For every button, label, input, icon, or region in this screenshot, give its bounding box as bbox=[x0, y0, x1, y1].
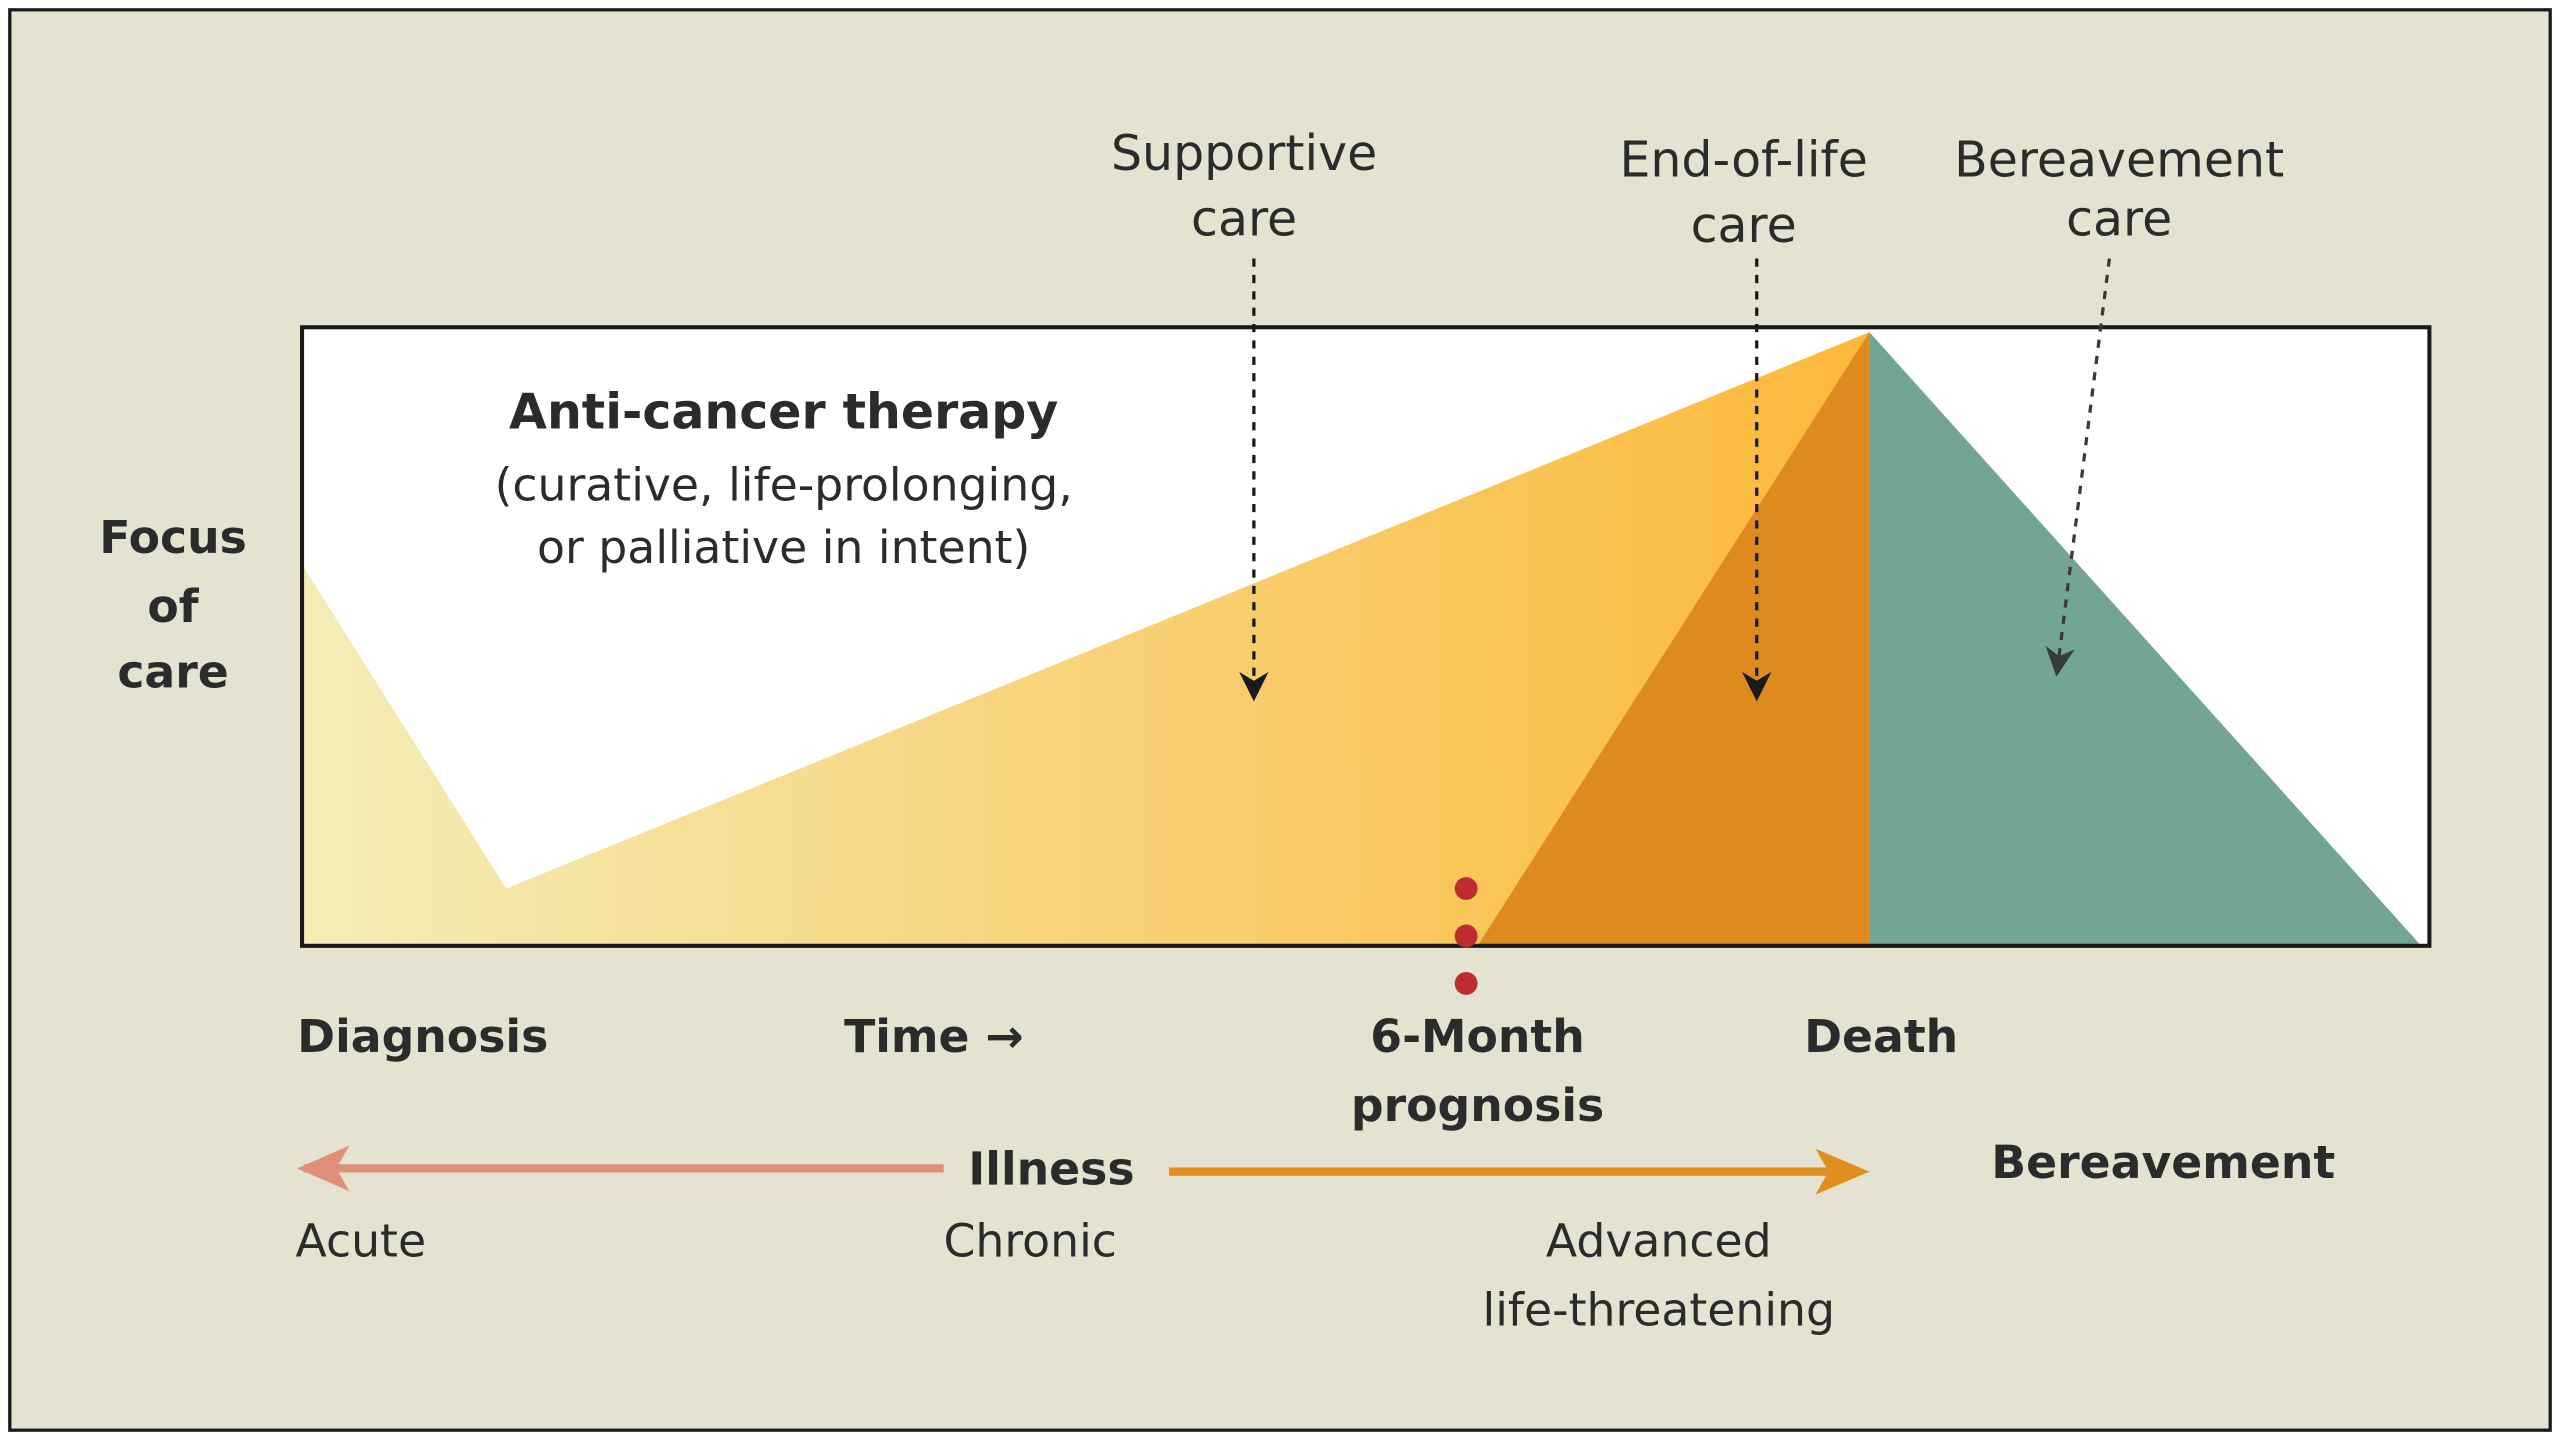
y-axis-label-line: Focus bbox=[99, 511, 247, 564]
anticancer-title: Anti-cancer therapy bbox=[509, 383, 1058, 441]
advanced-label: Advanced bbox=[1546, 1215, 1772, 1268]
diagnosis-label: Diagnosis bbox=[297, 1010, 548, 1063]
bereavement-care-label: care bbox=[2066, 190, 2172, 248]
acute-arrowhead bbox=[297, 1145, 350, 1192]
bereavement-care-arrow bbox=[2045, 258, 2112, 677]
end-of-life-care-label: care bbox=[1691, 196, 1797, 254]
prognosis-label: prognosis bbox=[1351, 1079, 1604, 1132]
advanced-label: life-threatening bbox=[1483, 1283, 1836, 1336]
supportive-care-label: care bbox=[1191, 190, 1297, 248]
plot-frame bbox=[300, 325, 2432, 948]
prognosis-marker-dot bbox=[1454, 972, 1478, 995]
anticancer-subtitle-line: (curative, life-prolonging, bbox=[495, 459, 1073, 512]
anticancer-therapy-area bbox=[302, 332, 1870, 946]
supportive-care-label: Supportive bbox=[1111, 124, 1377, 182]
prognosis-marker-dot bbox=[1454, 924, 1478, 948]
illness-label: Illness bbox=[968, 1143, 1134, 1196]
y-axis-label-line: care bbox=[117, 645, 228, 698]
time-label: Time → bbox=[844, 1010, 1024, 1063]
death-label: Death bbox=[1804, 1010, 1958, 1063]
bereavement-phase-label: Bereavement bbox=[1991, 1136, 2335, 1189]
anticancer-subtitle-line: or palliative in intent) bbox=[537, 521, 1030, 574]
chronic-label: Chronic bbox=[943, 1215, 1116, 1268]
prognosis-marker-dot bbox=[1454, 877, 1478, 900]
advanced-arrowhead bbox=[1815, 1148, 1870, 1195]
bereavement-care-label: Bereavement bbox=[1954, 131, 2284, 189]
end-of-life-care-label: End-of-life bbox=[1619, 131, 1867, 189]
y-axis-label: Focus of care bbox=[99, 511, 247, 698]
acute-label: Acute bbox=[296, 1215, 427, 1268]
y-axis-label-line: of bbox=[147, 580, 199, 633]
prognosis-label: 6-Month bbox=[1370, 1010, 1585, 1063]
